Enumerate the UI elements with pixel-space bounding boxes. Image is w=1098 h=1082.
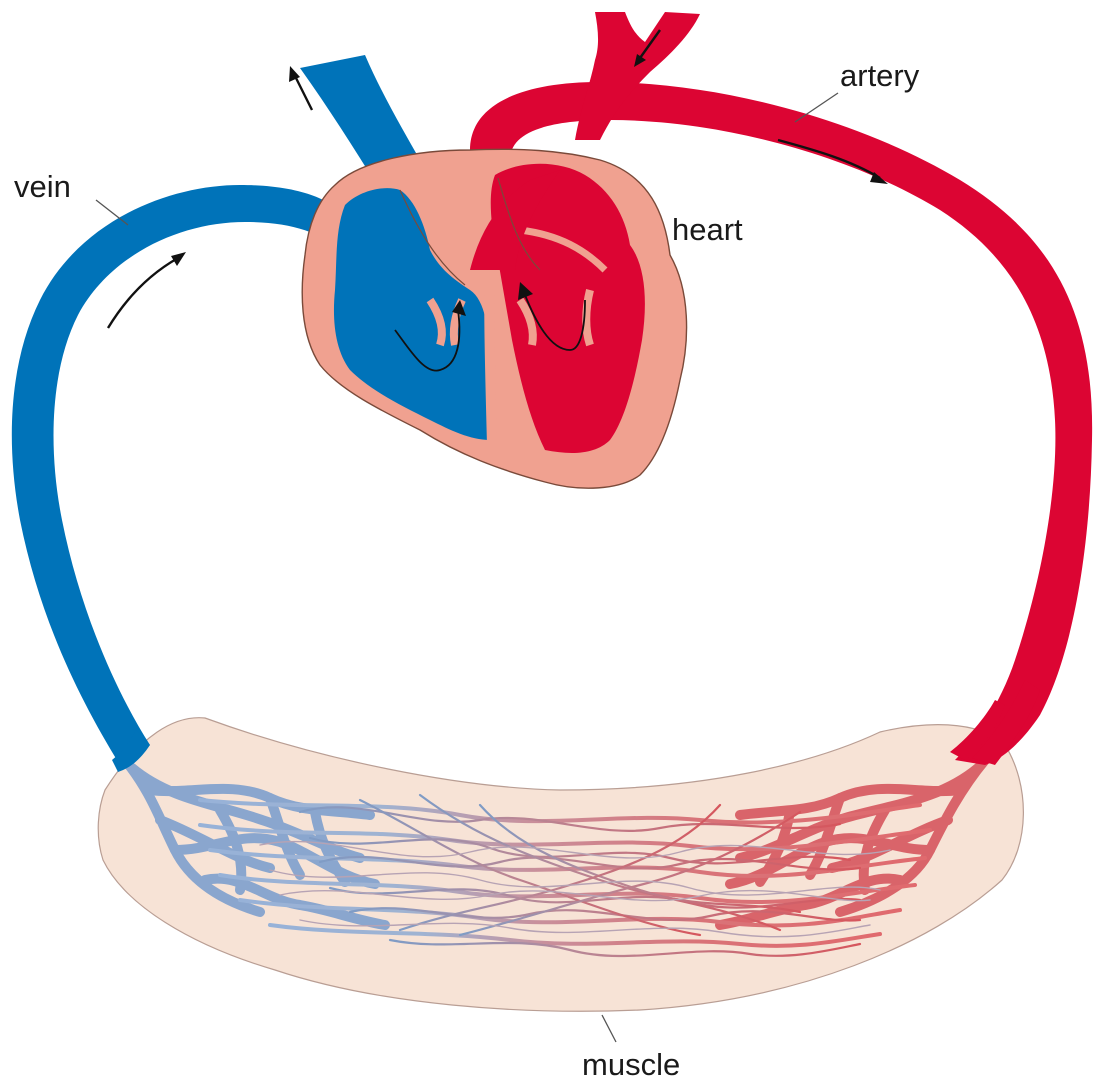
heart-label: heart xyxy=(672,212,743,247)
muscle-label: muscle xyxy=(582,1047,680,1082)
muscle-leader-line xyxy=(602,1015,616,1042)
vein-leader-line xyxy=(96,200,128,225)
artery-label: artery xyxy=(840,58,920,93)
vein-vessel xyxy=(12,185,345,765)
vein-label: vein xyxy=(14,169,71,204)
heart xyxy=(302,149,686,488)
